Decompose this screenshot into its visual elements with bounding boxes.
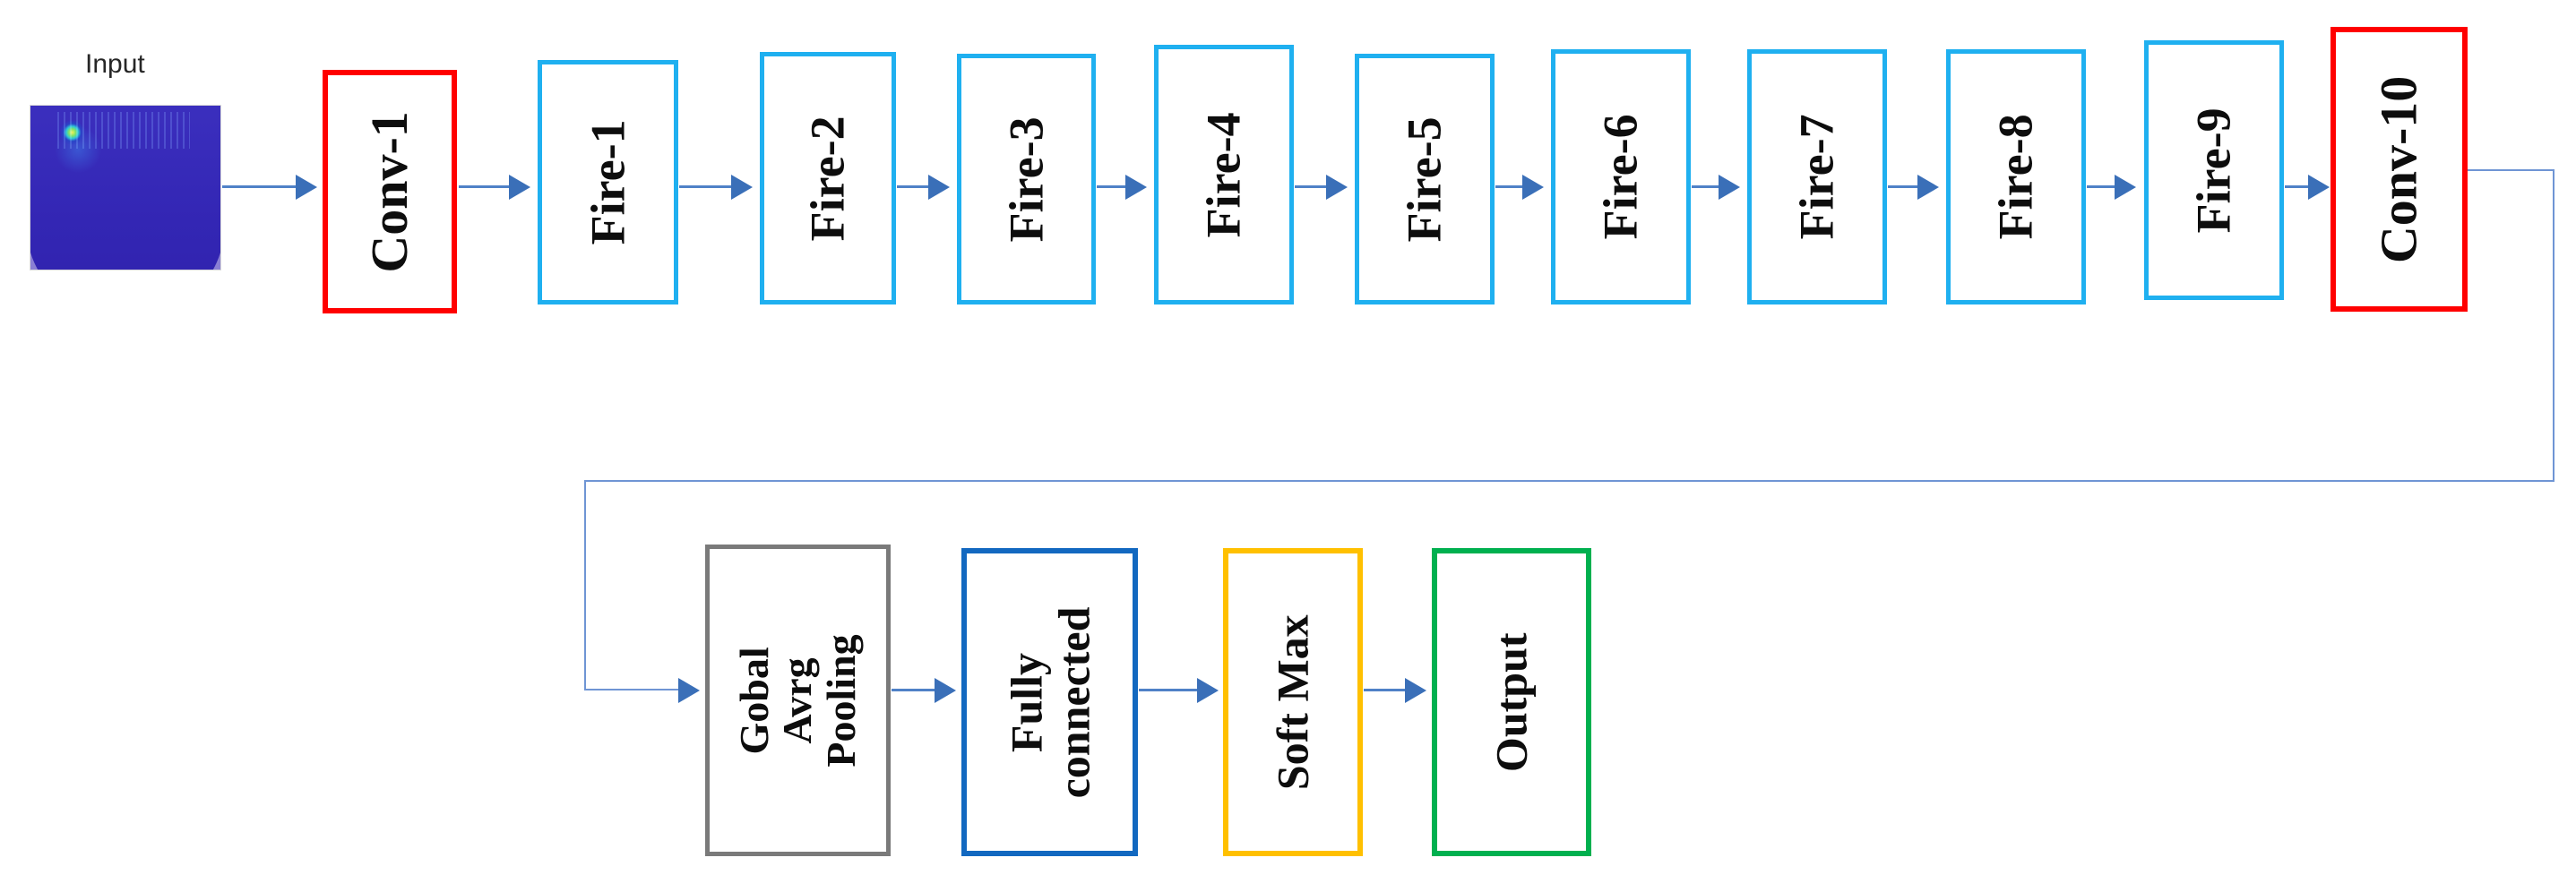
- connector-fire3-to-fire4: [1097, 185, 1134, 188]
- fc-label-line2: connected: [1047, 606, 1098, 798]
- block-label-fire-7: Fire-7: [1789, 114, 1844, 240]
- block-label-fire-2: Fire-2: [800, 116, 855, 241]
- connector-fire9-to-conv10: [2285, 185, 2313, 188]
- block-fire-2[interactable]: Fire-2: [760, 52, 896, 304]
- route-segment-down-left-edge: [584, 480, 586, 690]
- route-segment-leftward: [584, 480, 2554, 482]
- arrowhead-softmax-to-output: [1405, 678, 1426, 703]
- connector-fire4-to-fire5: [1295, 185, 1334, 188]
- connector-fc-to-softmax: [1139, 689, 1200, 691]
- connector-fire5-to-fire6: [1495, 185, 1533, 188]
- block-label-global-avrg-pooling: Gobal Avrg Pooling: [731, 612, 864, 788]
- arrowhead-fire7-to-fire8: [1917, 175, 1939, 200]
- fc-label-line1: Fully: [1001, 652, 1051, 752]
- arrowhead-fire6-to-fire7: [1719, 175, 1740, 200]
- arrowhead-fc-to-softmax: [1197, 678, 1219, 703]
- pooling-label-line2: Pooling: [817, 633, 864, 768]
- block-conv-10[interactable]: Conv-10: [2330, 27, 2468, 312]
- arrowhead-fire5-to-fire6: [1522, 175, 1544, 200]
- arrowhead-fire4-to-fire5: [1326, 175, 1348, 200]
- input-dome-shape: [30, 106, 220, 270]
- block-label-fire-6: Fire-6: [1593, 114, 1648, 240]
- block-conv-1[interactable]: Conv-1: [323, 70, 457, 313]
- block-label-fire-3: Fire-3: [999, 116, 1054, 242]
- block-label-fire-8: Fire-8: [1988, 114, 2043, 240]
- connector-pooling-to-fc: [892, 689, 938, 691]
- route-segment-right-of-conv10: [2468, 169, 2554, 171]
- connector-softmax-to-output: [1364, 689, 1409, 691]
- connector-fire6-to-fire7: [1692, 185, 1729, 188]
- block-label-fully-connected: Fully connected: [1001, 606, 1098, 798]
- connector-fire7-to-fire8: [1888, 185, 1927, 188]
- block-label-conv-1: Conv-1: [359, 110, 418, 273]
- connector-fire2-to-fire3: [897, 185, 936, 188]
- arrowhead-fire2-to-fire3: [928, 175, 950, 200]
- block-fire-6[interactable]: Fire-6: [1551, 49, 1691, 304]
- connector-fire8-to-fire9: [2087, 185, 2124, 188]
- block-label-fire-5: Fire-5: [1397, 116, 1452, 242]
- route-segment-into-pooling: [584, 689, 692, 690]
- block-fully-connected[interactable]: Fully connected: [961, 548, 1138, 856]
- connector-fire1-to-fire2: [679, 185, 735, 188]
- block-soft-max[interactable]: Soft Max: [1223, 548, 1363, 856]
- block-label-soft-max: Soft Max: [1267, 614, 1318, 790]
- arrowhead-fire1-to-fire2: [731, 175, 753, 200]
- block-fire-7[interactable]: Fire-7: [1747, 49, 1887, 304]
- block-fire-8[interactable]: Fire-8: [1946, 49, 2086, 304]
- block-fire-1[interactable]: Fire-1: [538, 60, 678, 304]
- arrowhead-fire9-to-conv10: [2308, 175, 2330, 200]
- pooling-label-line1: Gobal Avrg: [731, 646, 821, 755]
- input-label: Input: [85, 49, 145, 79]
- block-fire-9[interactable]: Fire-9: [2144, 40, 2284, 300]
- block-label-fire-1: Fire-1: [581, 119, 635, 245]
- route-segment-down-right-edge: [2553, 169, 2554, 482]
- input-streak-texture: [56, 112, 191, 149]
- block-label-fire-4: Fire-4: [1196, 112, 1251, 237]
- block-label-conv-10: Conv-10: [2369, 75, 2428, 263]
- connector-input-to-conv1: [222, 185, 308, 188]
- block-global-avrg-pooling[interactable]: Gobal Avrg Pooling: [705, 545, 891, 856]
- arrowhead-fire8-to-fire9: [2115, 175, 2136, 200]
- arrowhead-input-to-conv1: [296, 175, 317, 200]
- arrowhead-pooling-to-fc: [935, 678, 956, 703]
- connector-conv1-to-fire1: [459, 185, 514, 188]
- block-label-fire-9: Fire-9: [2186, 107, 2241, 233]
- arrowhead-conv1-to-fire1: [509, 175, 530, 200]
- block-fire-3[interactable]: Fire-3: [957, 54, 1096, 304]
- block-label-output: Output: [1486, 632, 1537, 772]
- block-fire-4[interactable]: Fire-4: [1154, 45, 1294, 304]
- block-fire-5[interactable]: Fire-5: [1355, 54, 1495, 304]
- input-spectrogram-thumbnail: [30, 105, 221, 270]
- arrowhead-route-to-pooling: [678, 678, 700, 703]
- block-output[interactable]: Output: [1432, 548, 1591, 856]
- arrowhead-fire3-to-fire4: [1125, 175, 1147, 200]
